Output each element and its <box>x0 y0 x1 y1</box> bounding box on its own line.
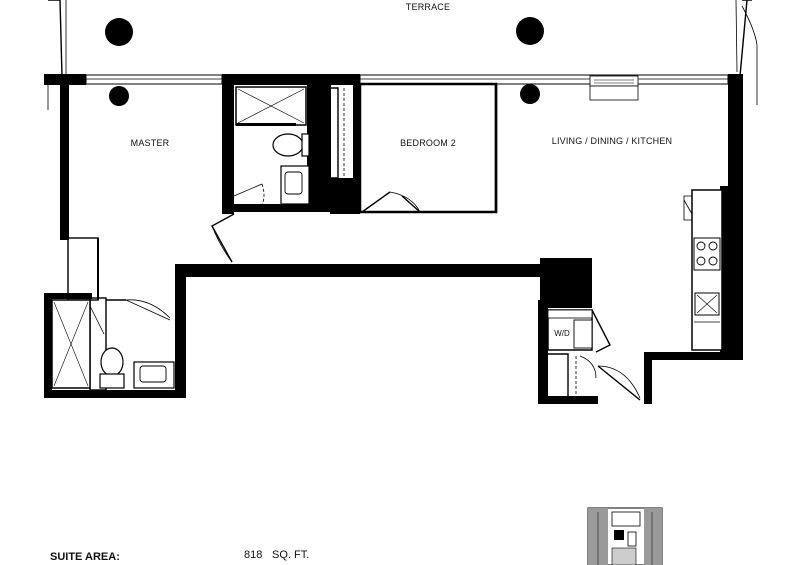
bedroom2-label: BEDROOM 2 <box>400 138 456 148</box>
main-toilet <box>100 347 124 377</box>
laundry-label: W/D <box>554 329 570 338</box>
ensuite-bathroom <box>233 86 345 206</box>
cooktop <box>693 237 721 271</box>
key-plan <box>587 507 663 565</box>
column-master <box>109 86 129 106</box>
terrace-column-right <box>516 17 544 45</box>
suite-area-unit: SQ. FT. <box>272 549 309 561</box>
terrace: TERRACE <box>47 0 758 110</box>
suite-area-value: 818 <box>244 549 262 561</box>
kitchen <box>683 186 730 352</box>
window-wall <box>44 74 743 101</box>
column-living <box>520 84 540 104</box>
interior-walls <box>67 74 498 391</box>
toilet <box>272 133 304 157</box>
living-label: LIVING / DINING / KITCHEN <box>552 136 673 146</box>
terrace-label: TERRACE <box>406 2 450 12</box>
master-label: MASTER <box>131 138 170 148</box>
laundry-closet: W/D <box>547 309 597 398</box>
main-bathroom <box>51 299 175 389</box>
suite-area-label: SUITE AREA: <box>50 551 120 563</box>
terrace-column-left <box>105 18 133 46</box>
exterior-walls <box>44 74 743 404</box>
doors <box>106 191 641 401</box>
